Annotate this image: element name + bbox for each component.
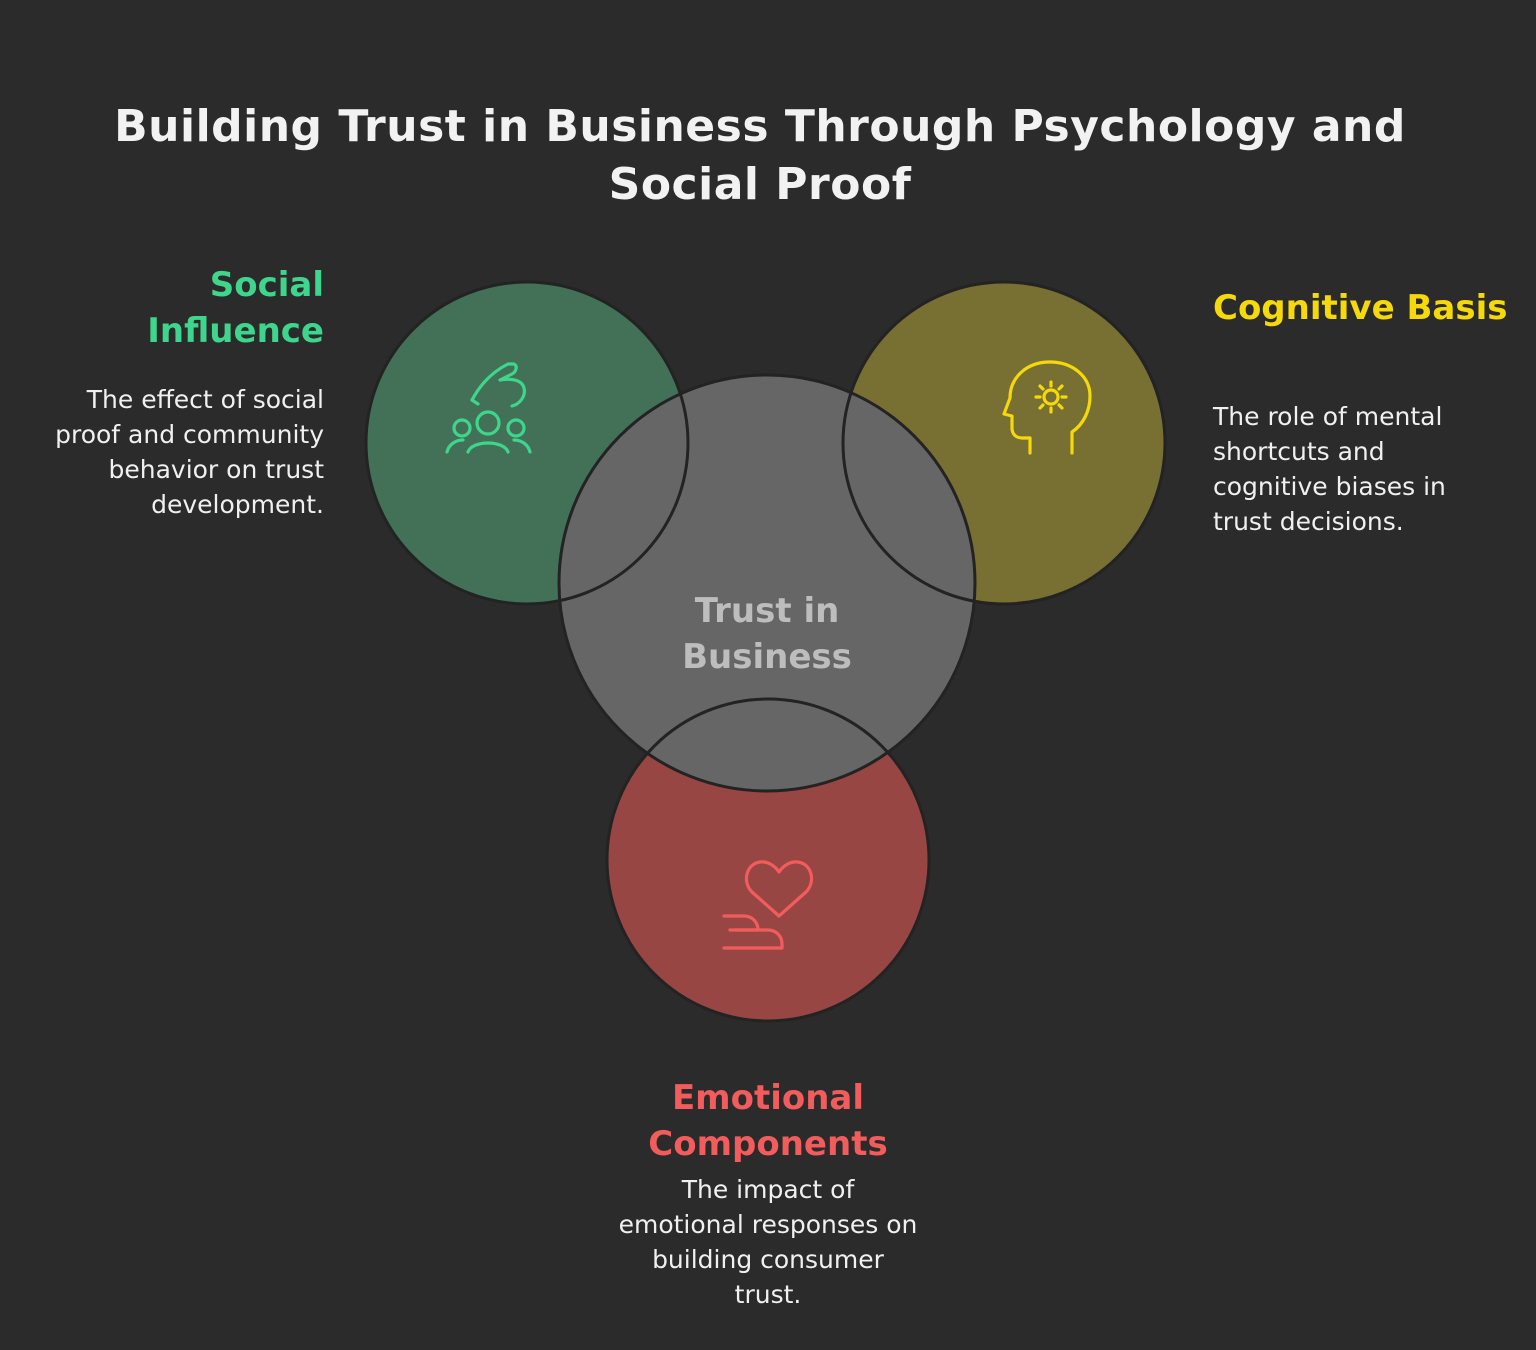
- social-circle-outline: [364, 280, 690, 606]
- overlap-outlines: [364, 280, 1167, 1023]
- emotional-components-description: The impact of emotional responses on bui…: [618, 1175, 918, 1309]
- page-title: Building Trust in Business Through Psych…: [114, 101, 1406, 210]
- social-influence-description: The effect of social proof and community…: [55, 385, 324, 519]
- community-hand-icon: [445, 362, 532, 454]
- cognitive-circle-outline: [841, 280, 1167, 606]
- hand-heart-icon: [722, 860, 814, 950]
- center-circle-outline: [557, 373, 977, 793]
- center-label: Trust in Business: [682, 591, 852, 677]
- emotional-components-circle: [607, 699, 929, 1021]
- trust-center-circle: [559, 375, 975, 791]
- cognitive-basis-description: The role of mental shortcuts and cogniti…: [1213, 402, 1446, 536]
- emotional-components-title: Emotional Components: [648, 1078, 888, 1164]
- head-gear-icon: [1002, 360, 1092, 455]
- social-influence-title: Social Influence: [147, 265, 324, 351]
- emotional-circle-outline: [605, 697, 931, 1023]
- cognitive-basis-title: Cognitive Basis: [1213, 288, 1508, 328]
